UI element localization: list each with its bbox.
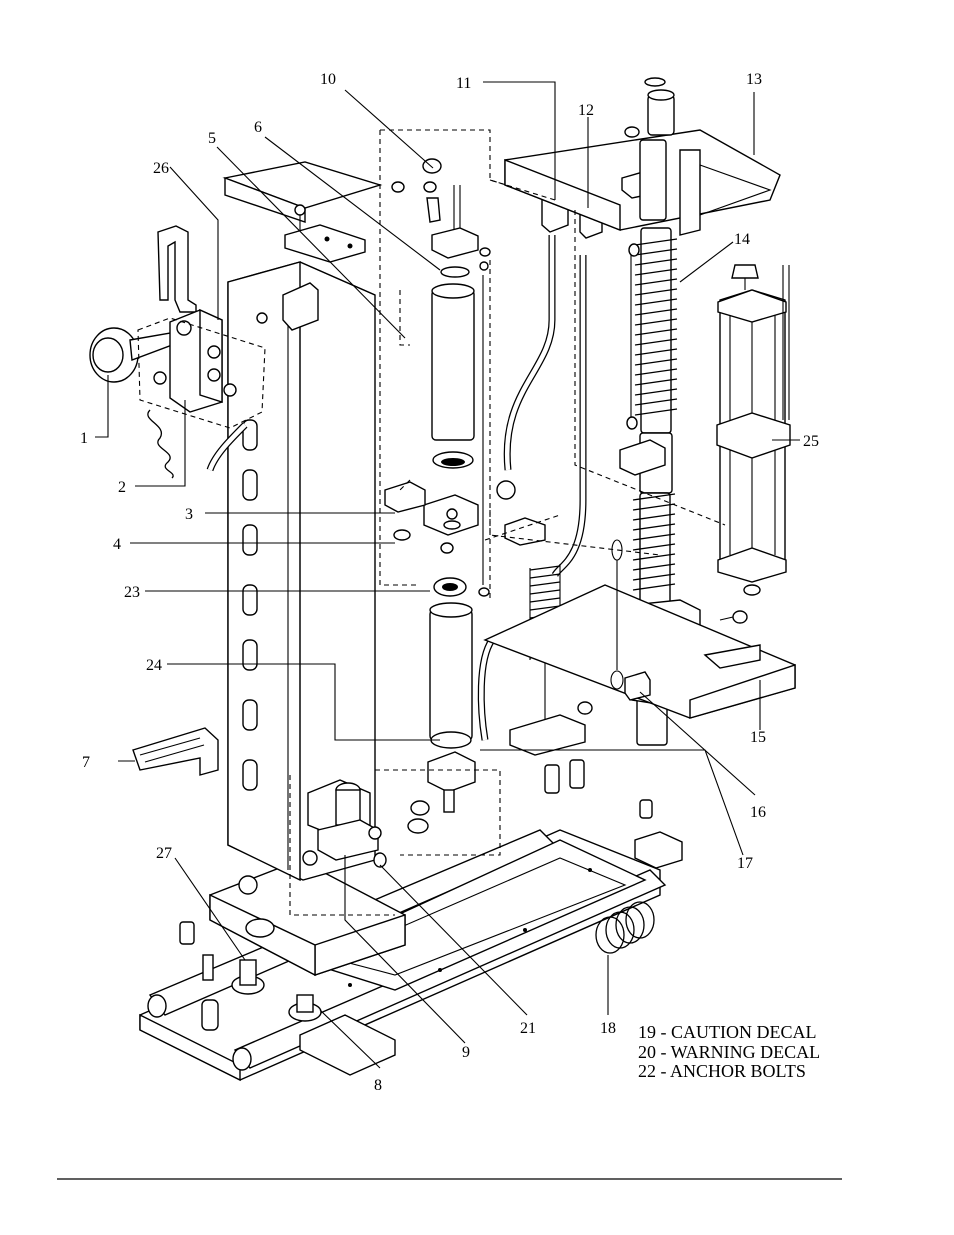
note-anchor-bolts: 22 - ANCHOR BOLTS	[638, 1061, 806, 1081]
air-cylinder-25	[716, 264, 791, 596]
main-column	[227, 261, 376, 882]
coil-hose-18	[595, 901, 655, 954]
callout-21: 21	[520, 1020, 536, 1037]
callout-2: 2	[118, 479, 126, 496]
pressure-gauge	[89, 327, 173, 383]
parts-notes: 19 - CAUTION DECAL 20 - WARNING DECAL 22…	[638, 1022, 820, 1081]
foot-pedal-part	[132, 727, 219, 776]
callout-8: 8	[374, 1077, 382, 1094]
callout-25: 25	[803, 433, 819, 450]
note-caution-decal: 19 - CAUTION DECAL	[638, 1022, 816, 1042]
callout-24: 24	[146, 657, 162, 674]
leveling-feet	[179, 875, 322, 1031]
callout-14: 14	[734, 231, 750, 248]
callout-7: 7	[82, 754, 90, 771]
handle	[157, 225, 197, 313]
callout-13: 13	[746, 71, 762, 88]
rail-end-valve	[634, 831, 683, 869]
callout-9: 9	[462, 1044, 470, 1061]
callout-15: 15	[750, 729, 766, 746]
callout-10: 10	[320, 71, 336, 88]
callout-3: 3	[185, 506, 193, 523]
valve-9	[302, 779, 387, 868]
top-bracket	[222, 161, 383, 263]
callout-1: 1	[80, 430, 88, 447]
callout-23: 23	[124, 584, 140, 601]
callout-18: 18	[600, 1020, 616, 1037]
base-plate-15	[483, 584, 796, 719]
callout-26: 26	[153, 160, 169, 177]
base-frame	[139, 829, 667, 1082]
callout-17: 17	[737, 855, 753, 872]
column-slots	[242, 419, 258, 791]
valve-block	[147, 308, 237, 479]
callout-6: 6	[254, 119, 262, 136]
leader-lines	[95, 81, 800, 1069]
callout-27: 27	[156, 845, 172, 862]
callout-4: 4	[113, 536, 121, 553]
callout-16: 16	[750, 804, 766, 821]
column-pedestal	[209, 859, 406, 977]
callout-5: 5	[208, 130, 216, 147]
callout-12: 12	[578, 102, 594, 119]
note-warning-decal: 20 - WARNING DECAL	[638, 1042, 820, 1062]
callout-numbers: 1 2 3 4 5 6 7 8 9 10 11 12 13 14 15 16 1…	[80, 71, 819, 1094]
callout-11: 11	[456, 75, 471, 92]
